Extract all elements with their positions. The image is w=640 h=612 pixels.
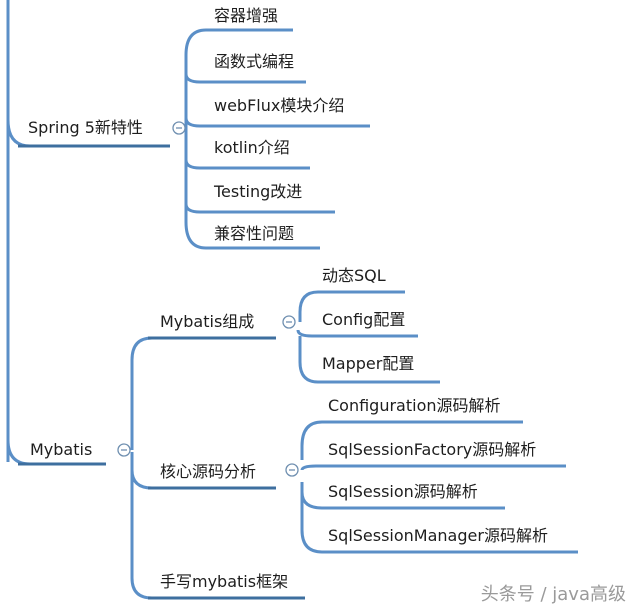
node-sqlsession[interactable]: SqlSession源码解析 — [328, 482, 478, 501]
node-rongqi[interactable]: 容器增强 — [214, 6, 279, 25]
node-mybatis-zucheng[interactable]: Mybatis组成 — [160, 312, 255, 331]
node-handwrite[interactable]: 手写mybatis框架 — [160, 572, 289, 591]
spring-connector — [184, 28, 207, 130]
mybatis-connector-3 — [130, 469, 153, 490]
node-mapper[interactable]: Mapper配置 — [322, 354, 415, 373]
node-testing[interactable]: Testing改进 — [214, 182, 303, 201]
node-dongtai-sql[interactable]: 动态SQL — [322, 266, 386, 285]
mybatis-connector-2 — [130, 452, 153, 600]
node-jianrong[interactable]: 兼容性问题 — [214, 224, 295, 243]
node-hanshu[interactable]: 函数式编程 — [214, 52, 295, 71]
mybatis-connector — [130, 336, 153, 450]
node-configuration[interactable]: Configuration源码解析 — [328, 396, 501, 415]
watermark: 头条号 / java高级 — [480, 584, 626, 605]
spring-connector-2 — [184, 130, 207, 250]
node-sqlsessionmanager[interactable]: SqlSessionManager源码解析 — [328, 526, 548, 545]
node-sqlsessionfactory[interactable]: SqlSessionFactory源码解析 — [328, 440, 537, 459]
node-mybatis[interactable]: Mybatis — [30, 440, 93, 459]
root-to-spring — [6, 119, 31, 148]
node-core-source[interactable]: 核心源码分析 — [160, 462, 257, 481]
collapse-toggles — [117, 121, 299, 477]
node-config[interactable]: Config配置 — [322, 310, 406, 329]
node-kotlin[interactable]: kotlin介绍 — [214, 138, 290, 157]
spring-children-lines — [184, 28, 370, 250]
core-children-lines — [300, 420, 578, 554]
root-to-mybatis — [6, 439, 31, 466]
node-webflux[interactable]: webFlux模块介绍 — [214, 96, 345, 115]
zucheng-children-lines — [296, 290, 440, 384]
node-spring5[interactable]: Spring 5新特性 — [28, 118, 143, 137]
